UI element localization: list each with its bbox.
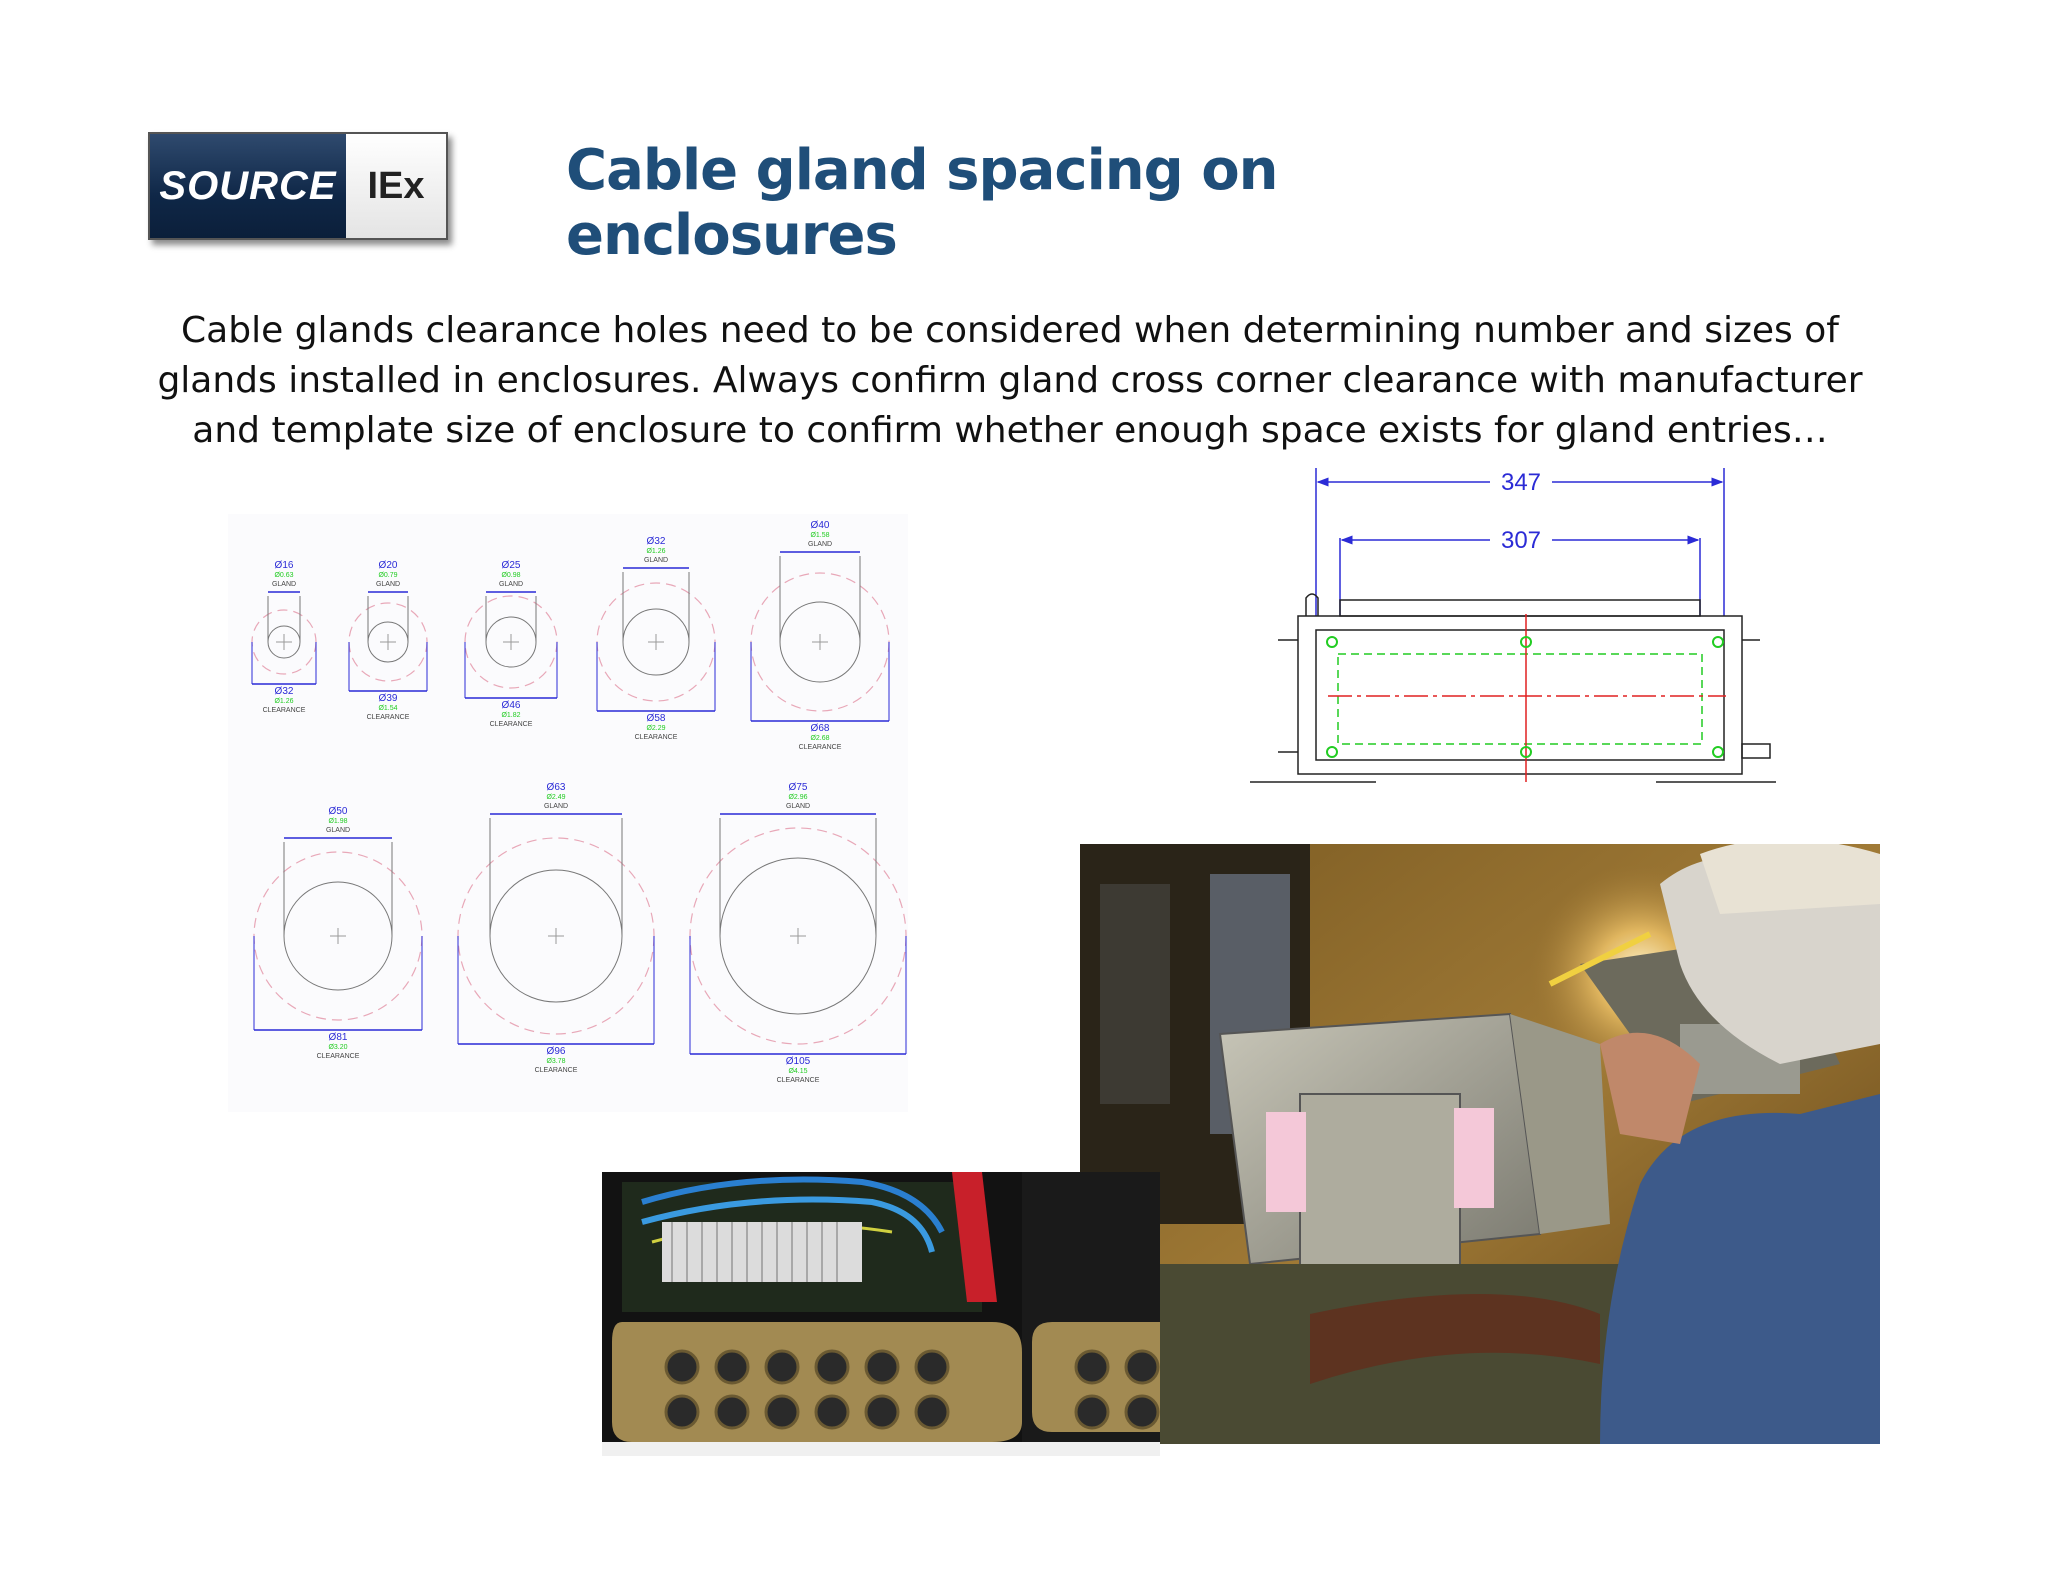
gland-size-inches: Ø2.96	[788, 794, 807, 801]
gland-size-label: Ø25	[502, 560, 521, 571]
center-cross	[276, 634, 292, 650]
gland-size-inches: Ø0.79	[378, 572, 397, 579]
clearance-size-inches: Ø2.29	[646, 725, 665, 732]
gland-slot-lines	[779, 556, 861, 642]
gland-label: GLAND	[544, 803, 568, 810]
machining-photo	[1080, 844, 1880, 1444]
center-cross	[790, 928, 806, 944]
source-iex-logo: SOURCE IEx	[148, 132, 448, 240]
clearance-size-inches: Ø2.68	[810, 735, 829, 742]
logo-iex-text: IEx	[346, 134, 446, 238]
gland-slot-lines	[283, 842, 393, 936]
gland-size-label: Ø16	[275, 560, 294, 571]
junction-box-photo	[602, 1172, 1160, 1456]
gland-label: GLAND	[644, 557, 668, 564]
body-line-2: glands installed in enclosures. Always c…	[157, 360, 1863, 401]
body-paragraph: Cable glands clearance holes need to be …	[150, 306, 1870, 456]
clearance-label: CLEARANCE	[799, 744, 842, 751]
center-cross	[548, 928, 564, 944]
dim-307-label: 307	[1501, 527, 1541, 554]
gland-size-inches: Ø0.63	[274, 572, 293, 579]
clearance-label: CLEARANCE	[317, 1053, 360, 1060]
page-title: Cable gland spacing on enclosures	[566, 138, 1279, 268]
clearance-label: CLEARANCE	[263, 707, 306, 714]
clearance-size-inches: Ø4.15	[788, 1068, 807, 1075]
clearance-size-inches: Ø1.82	[501, 712, 520, 719]
clearance-size-inches: Ø1.54	[378, 705, 397, 712]
clearance-size-label: Ø81	[329, 1032, 348, 1043]
gland-size-label: Ø63	[547, 782, 566, 793]
clearance-size-label: Ø32	[275, 686, 294, 697]
clearance-size-label: Ø68	[811, 723, 830, 734]
logo-source-text: SOURCE	[150, 134, 346, 238]
mounting-holes	[1326, 636, 1724, 758]
clearance-size-label: Ø105	[786, 1056, 811, 1067]
body-line-3: and template size of enclosure to confir…	[192, 410, 1828, 451]
enclosure-body	[1250, 593, 1776, 783]
gland-label: GLAND	[499, 581, 523, 588]
center-cross	[503, 634, 519, 650]
clearance-label: CLEARANCE	[777, 1077, 820, 1084]
gland-size-inches: Ø1.26	[646, 548, 665, 555]
clearance-label: CLEARANCE	[635, 734, 678, 741]
body-line-1: Cable glands clearance holes need to be …	[181, 310, 1839, 351]
dim-347-label: 347	[1501, 469, 1541, 496]
gland-holes	[664, 1349, 1160, 1430]
clearance-label: CLEARANCE	[367, 714, 410, 721]
clearance-label: CLEARANCE	[535, 1067, 578, 1074]
gland-label: GLAND	[326, 827, 350, 834]
clearance-size-label: Ø39	[379, 693, 398, 704]
clearance-label: CLEARANCE	[490, 721, 533, 728]
gland-plate-outline	[1337, 653, 1703, 745]
gland-size-inches: Ø1.98	[328, 818, 347, 825]
gland-slot-lines	[719, 818, 877, 936]
enclosure-drawing: 347 307	[1250, 468, 1776, 783]
gland-slot-lines	[267, 596, 301, 642]
clearance-size-label: Ø58	[647, 713, 666, 724]
gland-clearance-drawing: Ø16Ø0.63GLANDØ32Ø1.26CLEARANCEØ20Ø0.79GL…	[228, 514, 908, 1112]
center-cross	[648, 634, 664, 650]
gland-slot-lines	[489, 818, 623, 936]
center-cross	[812, 634, 828, 650]
clearance-size-label: Ø96	[547, 1046, 566, 1057]
center-cross	[330, 928, 346, 944]
gland-slot-lines	[367, 596, 409, 642]
gland-size-label: Ø32	[647, 536, 666, 547]
gland-label: GLAND	[808, 541, 832, 548]
clearance-size-label: Ø46	[502, 700, 521, 711]
gland-size-inches: Ø1.58	[810, 532, 829, 539]
gland-label: GLAND	[272, 581, 296, 588]
center-cross	[380, 634, 396, 650]
clearance-size-inches: Ø1.26	[274, 698, 293, 705]
gland-size-inches: Ø2.49	[546, 794, 565, 801]
gland-label: GLAND	[786, 803, 810, 810]
clearance-size-inches: Ø3.20	[328, 1044, 347, 1051]
gland-size-inches: Ø0.98	[501, 572, 520, 579]
gland-size-label: Ø50	[329, 806, 348, 817]
gland-size-label: Ø20	[379, 560, 398, 571]
terminal-block-lines	[671, 1222, 838, 1282]
clearance-size-inches: Ø3.78	[546, 1058, 565, 1065]
gland-size-label: Ø75	[789, 782, 808, 793]
gland-slot-lines	[622, 572, 690, 642]
gland-label: GLAND	[376, 581, 400, 588]
gland-size-label: Ø40	[811, 520, 830, 531]
gland-slot-lines	[485, 596, 537, 642]
